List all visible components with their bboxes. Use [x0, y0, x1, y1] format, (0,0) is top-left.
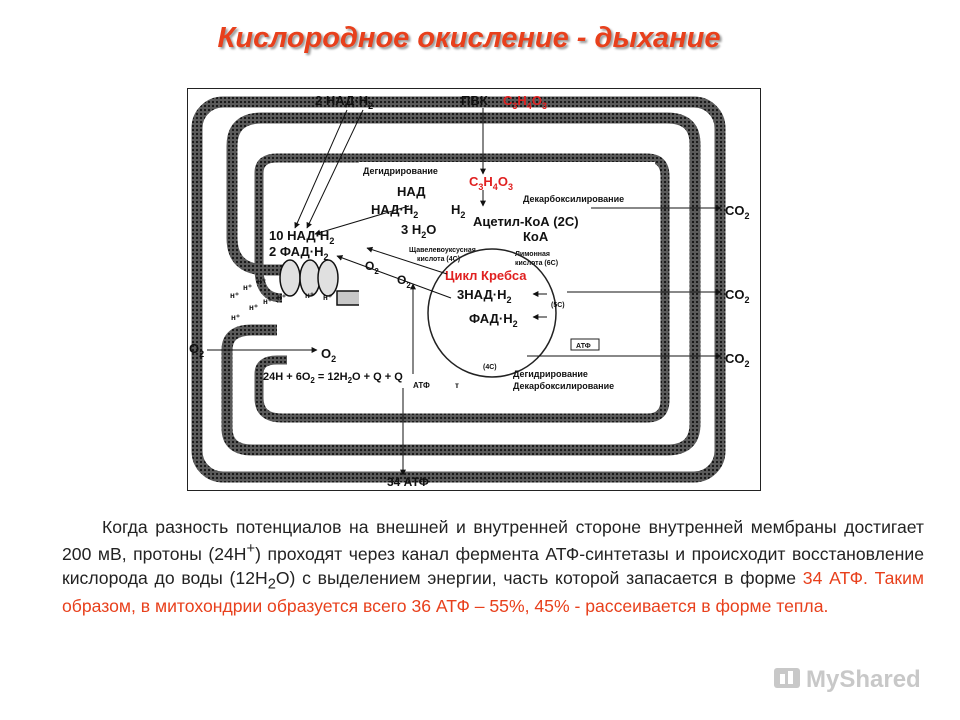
citric-label-2: кислота (6С)	[515, 260, 558, 267]
q-atf-label: АТФ	[413, 381, 430, 390]
paragraph-part-1: Когда разность потенциалов на внешней и …	[62, 517, 924, 564]
svg-text:н⁺: н⁺	[323, 293, 332, 302]
four-c-label: (4С)	[483, 364, 497, 371]
svg-text:н⁺: н⁺	[249, 303, 258, 312]
svg-text:н⁺: н⁺	[305, 291, 314, 300]
watermark-logo-icon	[774, 668, 800, 688]
oxaloacetate-label: Щавелевоуксусная	[409, 247, 476, 254]
acetyl-coa-label: Ацетил-КоА (2С)	[473, 214, 579, 229]
decarboxylation-label-2: Декарбоксилирование	[513, 381, 614, 391]
paragraph-part-2: ) проходят через канал фермента АТФ-синт…	[62, 543, 924, 588]
mitochondria-diagram: н⁺ н⁺ н⁺ н⁺ н⁺ н⁺ н⁺ н⁺ н⁺ 2 НАД·Н2 ПВК …	[187, 88, 761, 491]
h2-label: Н2	[451, 202, 465, 220]
top-nadh2-label: 2 НАД·Н2	[315, 93, 373, 111]
explanation-paragraph: Когда разность потенциалов на внешней и …	[62, 516, 924, 619]
proton-channel	[279, 259, 339, 297]
equation-label: 24H + 6O2 = 12H2O + Q + Q	[263, 371, 403, 385]
oxaloacetate-label-2: кислота (4С)	[417, 256, 460, 263]
o2-inner-label: O2	[321, 346, 336, 364]
subscript-2: 2	[267, 576, 276, 593]
flow-arrows	[207, 108, 722, 476]
matrix-label-area	[359, 162, 655, 352]
svg-text:н⁺: н⁺	[230, 291, 239, 300]
krebs-label: Цикл Кребса	[445, 268, 527, 283]
superscript-plus: +	[246, 540, 256, 557]
watermark-text: MyShared	[806, 666, 921, 693]
svg-text:н⁺: н⁺	[277, 293, 286, 302]
ten-nadh2-label: 10 НАД·Н2	[269, 228, 334, 246]
pvk-formula-2: C3H4O3	[469, 174, 513, 192]
dehydrogenation-label: Дегидрирование	[363, 166, 438, 176]
pvk-label: ПВК	[461, 93, 488, 108]
svg-text:н⁺: н⁺	[263, 297, 272, 306]
nad-label: НАД	[397, 184, 426, 199]
decarboxylation-label: Декарбоксилирование	[523, 194, 624, 204]
page-title: Кислородное окисление - дыхание	[217, 22, 721, 54]
co2-label-1: CO2	[725, 203, 750, 221]
inner-membrane	[221, 112, 701, 456]
dehydrogenation-label-2: Дегидрирование	[513, 369, 588, 379]
water-label: 3 H2O	[401, 222, 436, 240]
coa-label: КоА	[523, 229, 549, 244]
atf-box	[570, 338, 600, 351]
o2-label-a: O2	[365, 259, 379, 276]
protons: н⁺ н⁺ н⁺ н⁺ н⁺ н⁺ н⁺ н⁺ н⁺	[230, 277, 332, 322]
citric-label: Лимонная	[515, 251, 550, 258]
co2-label-2: CO2	[725, 287, 750, 305]
paragraph-part-3: О) с выделением энергии, часть которой з…	[275, 567, 803, 588]
inner-membrane-inner	[254, 153, 670, 423]
krebs-cycle-circle	[427, 248, 557, 378]
bottom-atf-label: 34 АТФ	[387, 475, 429, 489]
nadh2-label: НАД·Н2	[371, 202, 418, 220]
two-fadh2-label: 2 ФАД·Н2	[269, 244, 328, 262]
o2-left-label: O2	[189, 341, 204, 359]
svg-text:н⁺: н⁺	[243, 283, 252, 292]
svg-text:н⁺: н⁺	[257, 277, 266, 286]
five-c-label: (5С)	[551, 302, 565, 309]
pvk-formula: C3H4O3	[503, 93, 547, 111]
fadh2-label: ФАД·Н2	[469, 311, 518, 329]
atf-box-label: АТФ	[576, 343, 591, 350]
q-t-label: т	[455, 381, 459, 390]
three-nadh2-label: 3НАД·Н2	[457, 287, 511, 305]
paragraph-red-part: 34 АТФ. Таким образом, в митохондрии обр…	[62, 567, 924, 617]
svg-text:н⁺: н⁺	[231, 313, 240, 322]
co2-label-3: CO2	[725, 351, 750, 369]
watermark: MyShared	[774, 666, 921, 693]
